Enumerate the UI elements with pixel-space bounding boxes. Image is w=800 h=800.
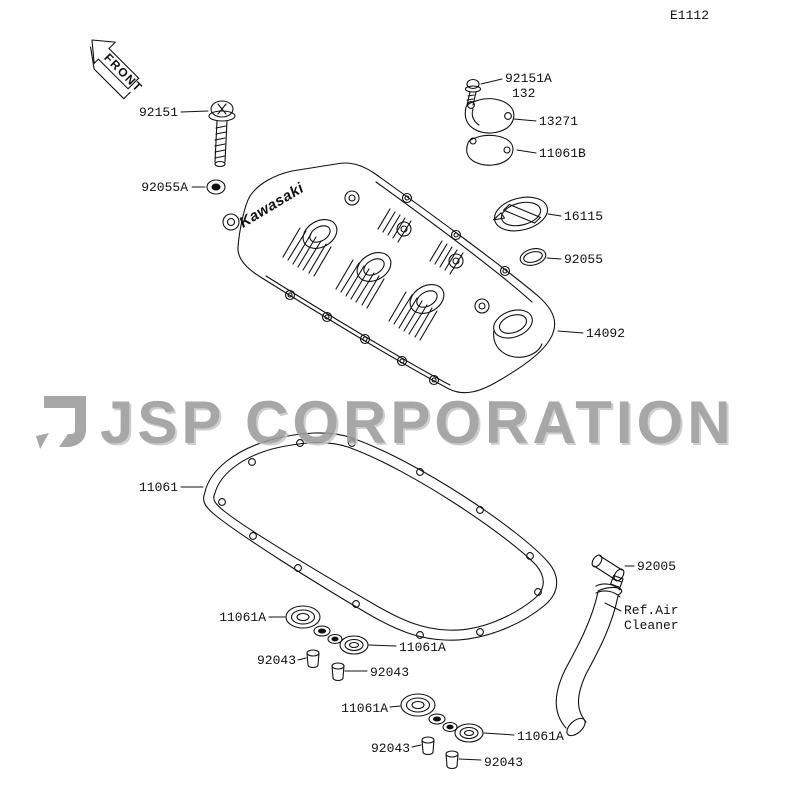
oil-cap-16115-art [493,196,549,232]
part-label-92043-1: 92043 [256,653,296,668]
cover-gasket-11061-art [203,432,558,641]
part-label-ref-air-cleaner: Ref.Air Cleaner [624,603,679,633]
bolt-92151-art [208,100,236,168]
leader-lines [180,78,635,761]
part-label-92043-2: 92043 [370,665,410,680]
grommet-cluster-b-art [400,693,484,770]
part-label-92043-4: 92043 [484,755,524,770]
part-label-11061b: 11061B [539,146,586,161]
part-label-11061a-3: 11061A [341,701,388,716]
part-label-92043-3: 92043 [370,741,410,756]
breather-hose-art [555,586,623,737]
plate-13271-art [464,98,515,134]
part-label-132: 132 [512,86,536,101]
grommet-92055A-art [206,179,226,195]
part-label-92005: 92005 [637,559,677,574]
gasket-11061B-art [466,134,514,166]
part-label-14092: 14092 [586,326,626,341]
front-arrow-icon: FRONT [90,39,146,100]
part-label-11061a-1: 11061A [219,610,266,625]
part-label-11061a-4: 11061A [517,729,564,744]
part-label-92055: 92055 [564,252,604,267]
grommet-cluster-a-art [285,605,369,682]
cylinder-head-cover-art: Kawasaki [222,162,556,394]
part-label-16115: 16115 [564,209,604,224]
part-label-92055a: 92055A [141,180,188,195]
part-label-92151: 92151 [138,105,178,120]
front-label: FRONT [101,51,145,95]
part-label-13271: 13271 [539,114,579,129]
part-label-11061: 11061 [138,480,178,495]
part-label-92151a: 92151A [505,71,552,86]
o-ring-92055-art [519,248,547,266]
part-label-11061a-2: 11061A [399,640,446,655]
diagram-code: E1112 [670,8,710,23]
bolt-92151A-art [464,78,482,106]
